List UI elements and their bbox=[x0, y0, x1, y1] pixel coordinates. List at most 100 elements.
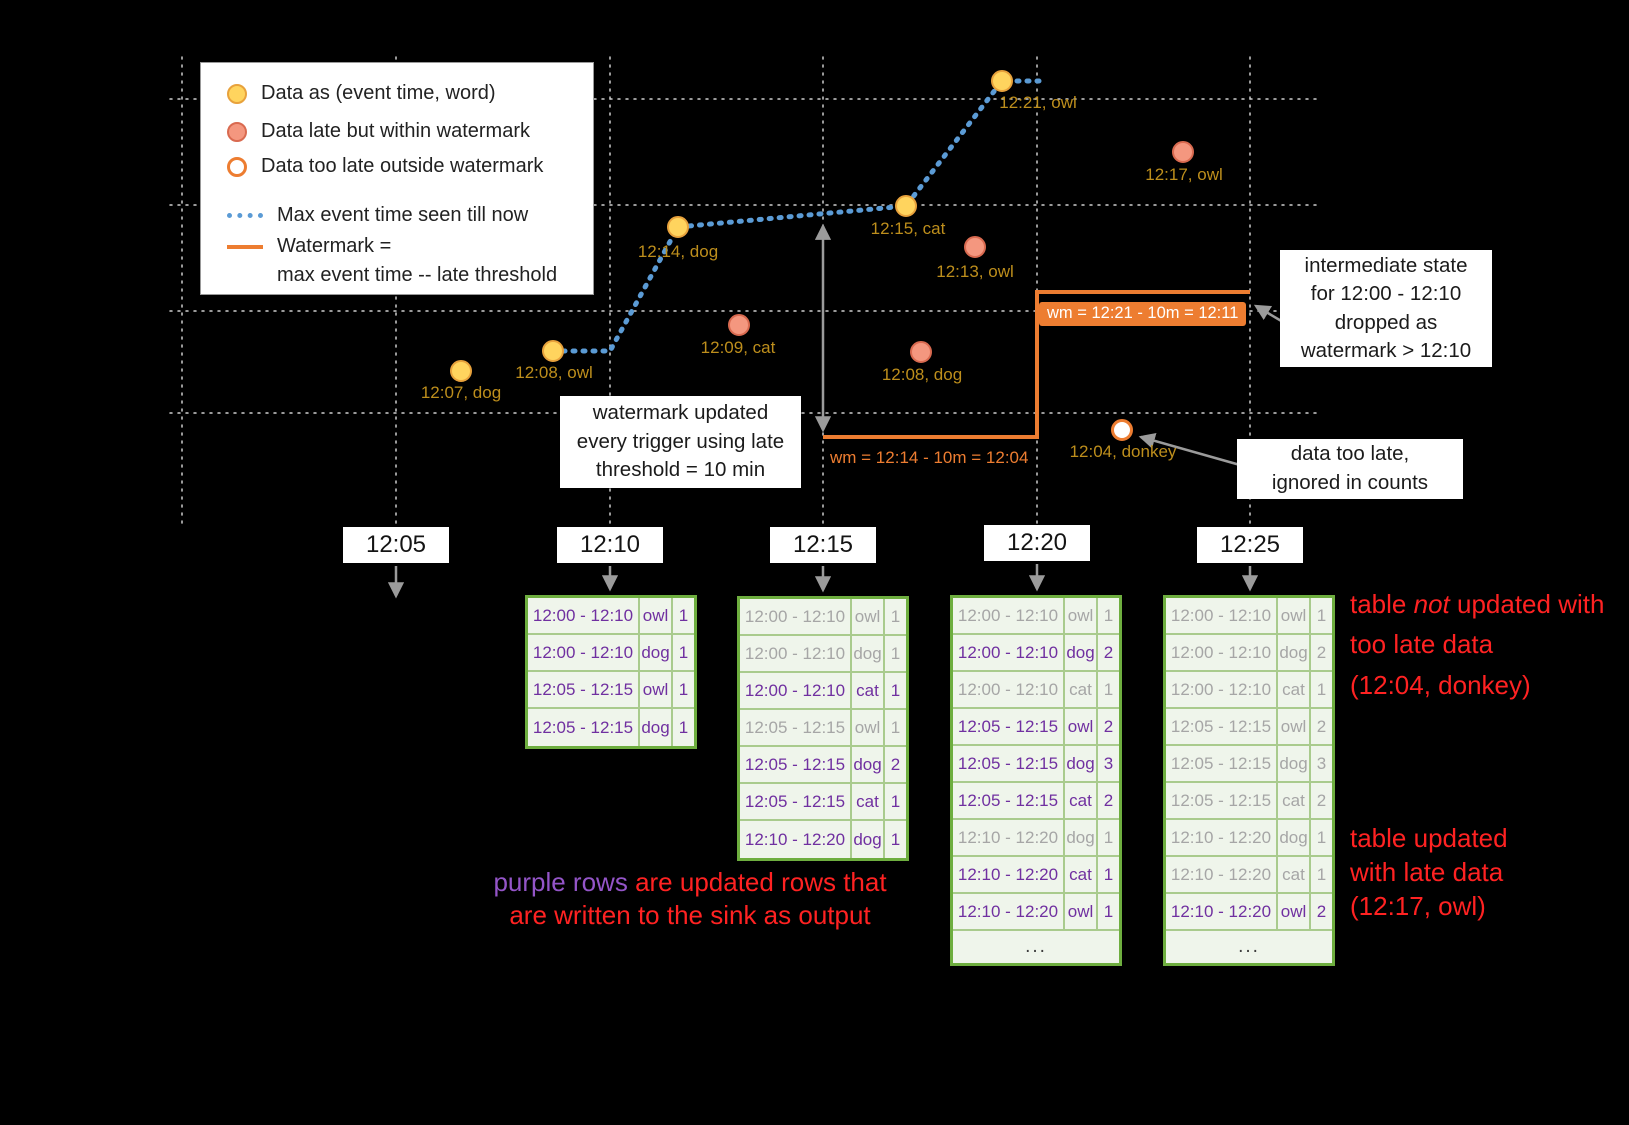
callout-line: threshold = 10 min bbox=[595, 458, 766, 482]
note-text-italic: not bbox=[1413, 589, 1450, 619]
count-cell: 1 bbox=[1103, 901, 1114, 921]
word-cell: dog bbox=[1278, 635, 1311, 670]
callout-line: intermediate state bbox=[1304, 253, 1468, 277]
note-table-not-updated: table not updated with too late data (12… bbox=[1350, 584, 1604, 705]
window-cell: 12:00 - 12:10 bbox=[740, 673, 852, 708]
word-cell: owl bbox=[1065, 598, 1098, 633]
count-cell: 1 bbox=[1316, 605, 1327, 625]
note-line: too late data bbox=[1350, 629, 1494, 660]
window-cell: 12:05 - 12:15 bbox=[953, 746, 1065, 781]
window-cell: 12:00 - 12:10 bbox=[528, 635, 640, 670]
window-cell: 12:00 - 12:10 bbox=[1166, 635, 1278, 670]
window-cell: 12:00 - 12:10 bbox=[740, 636, 852, 671]
trigger-time-12-15: 12:15 bbox=[770, 527, 876, 563]
data-point-late bbox=[964, 236, 986, 258]
count-cell: 2 bbox=[1103, 790, 1114, 810]
legend: Data as (event time, word) Data late but… bbox=[200, 62, 594, 295]
point-label: 12:21, owl bbox=[999, 93, 1077, 112]
point-label: 12:07, dog bbox=[420, 383, 502, 402]
window-cell: 12:05 - 12:15 bbox=[1166, 709, 1278, 744]
word-cell: cat bbox=[1278, 783, 1311, 818]
word-cell: cat bbox=[1065, 857, 1098, 892]
count-cell: 3 bbox=[1316, 753, 1327, 773]
window-cell: 12:10 - 12:20 bbox=[953, 820, 1065, 855]
window-cell: 12:05 - 12:15 bbox=[528, 672, 640, 707]
word-cell: cat bbox=[852, 673, 885, 708]
word-cell: dog bbox=[852, 636, 885, 671]
point-label: 12:09, cat bbox=[700, 338, 776, 357]
word-cell: cat bbox=[1065, 783, 1098, 818]
window-cell: 12:05 - 12:15 bbox=[1166, 746, 1278, 781]
data-point-on-time bbox=[667, 216, 689, 238]
legend-label-watermark-2: max event time -- late threshold bbox=[277, 264, 558, 286]
count-cell: 1 bbox=[678, 642, 689, 662]
word-cell: owl bbox=[1065, 709, 1098, 744]
count-cell: 1 bbox=[890, 643, 901, 663]
window-cell: 12:00 - 12:10 bbox=[953, 635, 1065, 670]
trigger-time-12-10: 12:10 bbox=[557, 527, 663, 563]
count-cell: 2 bbox=[1103, 642, 1114, 662]
watermark-line bbox=[823, 290, 1250, 439]
note-line: (12:17, owl) bbox=[1350, 890, 1486, 921]
word-cell: owl bbox=[1065, 894, 1098, 929]
word-cell: owl bbox=[852, 710, 885, 745]
note-line: purple rows are updated rows that bbox=[462, 866, 918, 899]
window-cell: 12:10 - 12:20 bbox=[740, 821, 852, 858]
too-late-arrow bbox=[1138, 432, 1241, 467]
count-cell: 1 bbox=[678, 605, 689, 625]
window-cell: 12:10 - 12:20 bbox=[1166, 894, 1278, 929]
callout-line: ignored in counts bbox=[1271, 471, 1429, 494]
count-cell: 2 bbox=[890, 754, 901, 774]
on-time-point-icon bbox=[227, 83, 247, 104]
word-cell: dog bbox=[1278, 820, 1311, 855]
window-cell: 12:00 - 12:10 bbox=[953, 672, 1065, 707]
trigger-time-12-25: 12:25 bbox=[1197, 527, 1303, 563]
callout-too-late: data too late, ignored in counts bbox=[1237, 439, 1463, 499]
trigger-arrows bbox=[387, 564, 1259, 599]
callout-line: watermark > 12:10 bbox=[1300, 338, 1472, 362]
count-cell: 1 bbox=[1103, 827, 1114, 847]
word-cell: dog bbox=[1065, 820, 1098, 855]
callout-line: data too late, bbox=[1290, 442, 1410, 466]
word-cell: owl bbox=[852, 599, 885, 634]
window-cell: 12:05 - 12:15 bbox=[740, 784, 852, 819]
watermark-line-icon bbox=[227, 244, 263, 249]
intermediate-state-arrow bbox=[1253, 304, 1284, 324]
count-cell: 1 bbox=[1316, 827, 1327, 847]
point-label: 12:14, dog bbox=[637, 242, 719, 261]
data-point-on-time bbox=[450, 360, 472, 382]
point-label: 12:04, donkey bbox=[1069, 442, 1177, 461]
note-line: table updated bbox=[1350, 823, 1508, 853]
word-cell: dog bbox=[640, 709, 673, 746]
word-cell: cat bbox=[1278, 672, 1311, 707]
note-line: with late data bbox=[1350, 856, 1504, 887]
callout-intermediate-state: intermediate state for 12:00 - 12:10 dro… bbox=[1280, 250, 1492, 367]
ellipsis-row: ... bbox=[1238, 936, 1260, 957]
legend-label-watermark: Watermark = bbox=[277, 235, 392, 257]
word-cell: owl bbox=[1278, 709, 1311, 744]
note-line: table not updated with bbox=[1350, 584, 1604, 624]
